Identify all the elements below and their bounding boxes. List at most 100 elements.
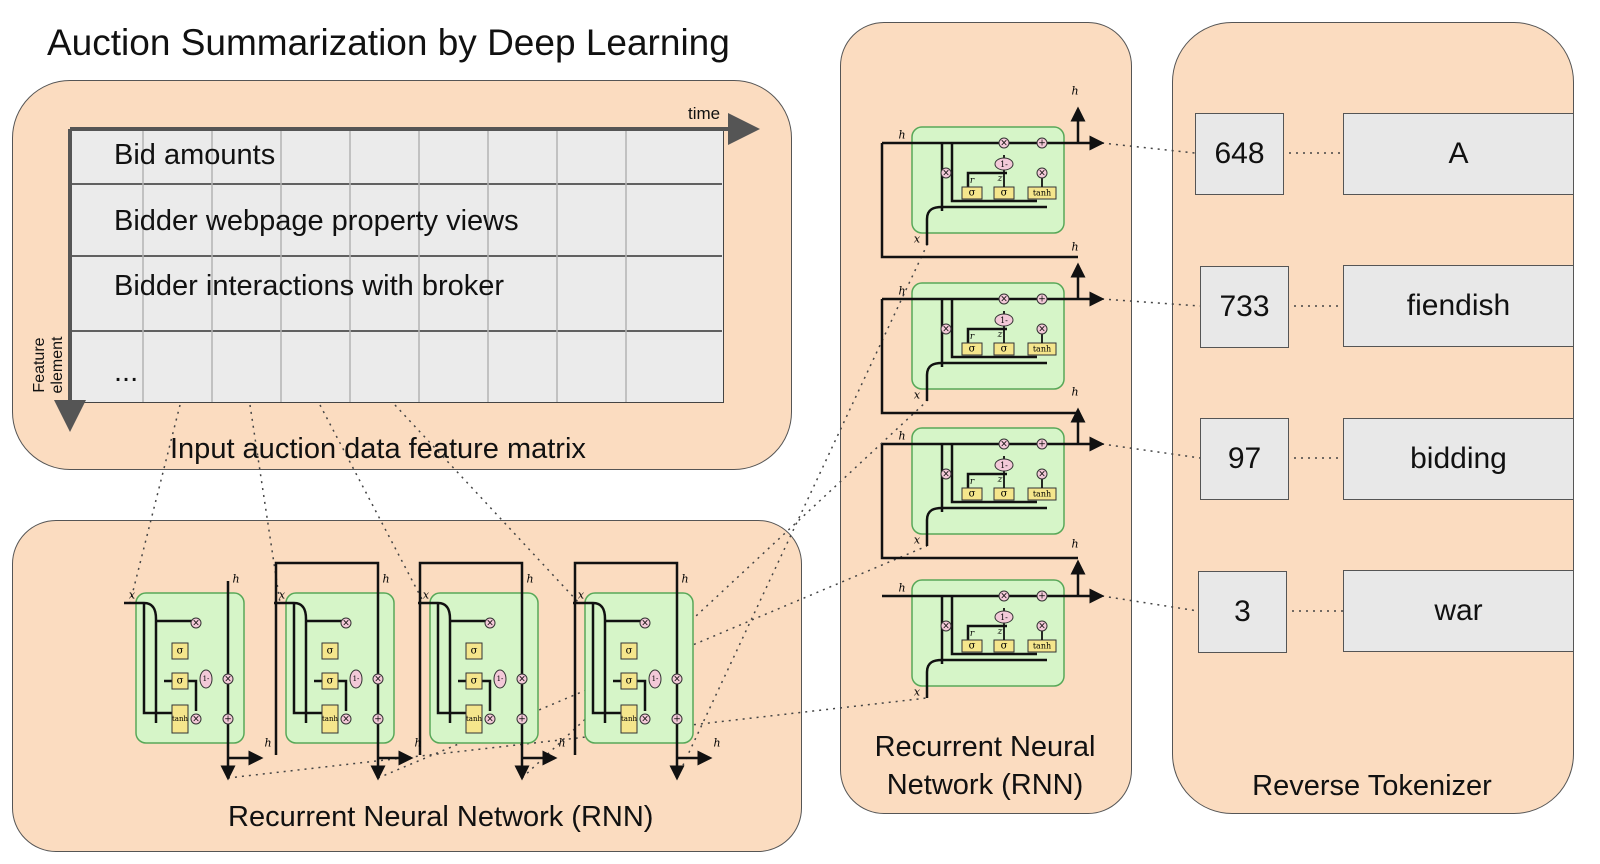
recurrent-link (880, 444, 1078, 560)
operator-symbol: × (192, 715, 200, 725)
rnn-to-rnn-link (676, 244, 928, 779)
operator-node (1036, 438, 1048, 450)
one-minus-label: 1- (203, 675, 210, 683)
rnn-cell (429, 592, 539, 744)
operator-symbol: × (673, 675, 681, 685)
x-t-label: x (914, 389, 921, 402)
operator-node (190, 713, 202, 725)
operator-symbol: × (342, 715, 350, 725)
gate-label: σ (1001, 489, 1008, 500)
operator-node (340, 617, 352, 629)
token-word-box: bidding (1343, 418, 1574, 500)
one-minus-label: 1- (1000, 461, 1008, 470)
operator-node (222, 673, 234, 685)
gate-label: tanh (1033, 345, 1051, 354)
z-t-label: z (997, 627, 1003, 637)
operator-node (516, 673, 528, 685)
feature-axis-label: Feature element (31, 328, 67, 402)
operator-node (639, 713, 651, 725)
matrix-row-label: ... (114, 356, 139, 388)
one-minus-label: 1- (1000, 613, 1008, 622)
operator-node (671, 673, 683, 685)
time-axis-label: time (688, 104, 721, 123)
cell-inner-line (966, 171, 1007, 193)
one-minus-label: 1- (1000, 160, 1008, 169)
x-t-label: x (279, 589, 286, 602)
operator-symbol: × (641, 715, 649, 725)
operator-node (1036, 167, 1048, 179)
rnn-cell (584, 592, 694, 744)
operator-symbol: + (1038, 440, 1046, 450)
operator-node (671, 713, 683, 725)
recurrent-link (398, 758, 411, 778)
matrix-row-label: Bid amounts (114, 139, 276, 171)
operator-symbol: × (942, 470, 950, 480)
rnn-vertical-caption-line1: Recurrent Neural (874, 731, 1096, 763)
matrix-to-rnn-link (394, 404, 580, 604)
one-minus-node (994, 610, 1014, 624)
gate-box (321, 704, 339, 734)
operator-symbol: × (1000, 440, 1008, 450)
gate-box (171, 672, 189, 690)
operator-symbol: × (486, 715, 494, 725)
gate-label: σ (177, 646, 184, 657)
operator-symbol: × (1038, 622, 1046, 632)
matrix-row-label: Bidder webpage property views (114, 205, 519, 237)
one-minus-node (493, 669, 507, 689)
gate-label: tanh (466, 715, 482, 723)
r-t-label: r (970, 332, 975, 342)
operator-symbol: × (942, 325, 950, 335)
operator-symbol: × (942, 622, 950, 632)
h-t-label: h (414, 737, 421, 750)
operator-symbol: × (1000, 295, 1008, 305)
one-minus-label: 1- (1000, 316, 1008, 325)
cell-inner-line (436, 603, 470, 715)
gate-box (620, 704, 638, 734)
operator-node (998, 293, 1010, 305)
h-prev-label: h (526, 573, 533, 586)
token-word-box: A (1343, 113, 1574, 195)
operator-symbol: + (1038, 592, 1046, 602)
operator-node (1036, 137, 1048, 149)
cell-inner-line (591, 603, 625, 715)
gate-box (321, 672, 339, 690)
token-id-box: 648 (1195, 113, 1284, 195)
x-t-label: x (423, 589, 430, 602)
cell-inner-line (950, 299, 1037, 359)
reverse-tokenizer-caption: Reverse Tokenizer (1252, 770, 1492, 802)
operator-node (516, 713, 528, 725)
recurrent-link (542, 758, 555, 778)
gate-box (961, 639, 983, 653)
matrix-row-label: Bidder interactions with broker (114, 270, 505, 302)
feature-axis-label-line1: Feature (31, 337, 48, 393)
gate-box (465, 642, 483, 660)
cell-inner-line (292, 603, 326, 715)
gate-box (961, 186, 983, 200)
h-prev-label: h (681, 573, 688, 586)
gate-label: σ (969, 344, 976, 355)
operator-symbol: × (641, 619, 649, 629)
operator-symbol: × (1038, 169, 1046, 179)
r-t-label: r (970, 176, 975, 186)
gate-label: σ (626, 676, 633, 687)
operator-symbol: + (518, 715, 526, 725)
operator-symbol: + (374, 715, 382, 725)
gate-label: tanh (1033, 189, 1051, 198)
gate-box (465, 672, 483, 690)
operator-node (222, 713, 234, 725)
h-prev-label: h (898, 285, 905, 298)
operator-symbol: × (192, 619, 200, 629)
operator-symbol: × (224, 675, 232, 685)
gate-label: tanh (1033, 490, 1051, 499)
feature-matrix-caption: Input auction data feature matrix (170, 433, 586, 465)
token-id-box: 3 (1198, 571, 1287, 653)
page-title: Auction Summarization by Deep Learning (47, 22, 730, 63)
gate-box (620, 642, 638, 660)
gate-label: σ (327, 676, 334, 687)
one-minus-label: 1- (497, 675, 504, 683)
operator-symbol: × (1038, 470, 1046, 480)
gate-label: σ (471, 676, 478, 687)
operator-node (998, 590, 1010, 602)
rnn-vertical-caption: Recurrent Neural Network (RNN) (840, 728, 1130, 804)
